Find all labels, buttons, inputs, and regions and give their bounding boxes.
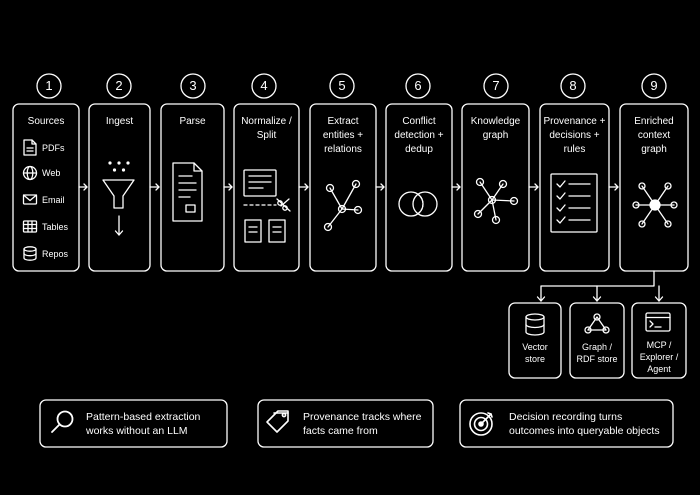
triangle-graph-icon xyxy=(584,313,610,334)
source-label-pdfs: PDFs xyxy=(42,143,65,153)
target-icon xyxy=(469,412,493,436)
output-box-graph-store xyxy=(569,302,625,379)
step-label-conflict: Conflict detection + dedup xyxy=(394,116,444,155)
entity-graph-icon xyxy=(323,179,363,232)
output-box-mcp xyxy=(631,302,687,379)
output-label-graph-store: Graph / RDF store xyxy=(576,342,618,364)
output-box-vector-store xyxy=(508,302,562,379)
step-label-enriched: Enriched context graph xyxy=(634,116,674,155)
table-icon xyxy=(22,220,38,233)
step-number-circles xyxy=(36,73,667,99)
step-number-6: 6 xyxy=(414,78,422,93)
email-icon xyxy=(22,194,38,205)
note-box-1 xyxy=(39,399,228,448)
note-text-extraction: Pattern-based extraction works without a… xyxy=(86,411,201,437)
context-hub-icon xyxy=(632,182,678,228)
step-label-normalize: Normalize / Split xyxy=(241,116,292,141)
step-label-ingest: Ingest xyxy=(105,116,134,127)
repo-database-icon xyxy=(23,246,37,261)
knowledge-graph-icon xyxy=(473,177,519,225)
step-number-5: 5 xyxy=(338,78,346,93)
source-label-tables: Tables xyxy=(42,222,69,232)
output-branch-arrows xyxy=(536,270,664,302)
note-text-provenance: Provenance tracks where facts came from xyxy=(303,411,422,437)
step-number-9: 9 xyxy=(650,78,658,93)
note-box-3 xyxy=(459,399,674,448)
note-text-decision: Decision recording turns outcomes into q… xyxy=(509,411,660,437)
document-icon xyxy=(172,162,203,222)
step-number-1: 1 xyxy=(45,78,53,93)
tag-icon xyxy=(266,410,289,433)
source-label-email: Email xyxy=(42,195,65,205)
checklist-icon xyxy=(550,173,598,233)
step-number-4: 4 xyxy=(260,78,268,93)
step-label-provenance: Provenance + decisions + rules xyxy=(543,116,606,155)
step-box-3 xyxy=(160,103,225,272)
step-label-sources: Sources xyxy=(27,116,65,127)
step-box-1 xyxy=(12,103,80,272)
note-box-2 xyxy=(257,399,434,448)
magnifier-icon xyxy=(51,410,74,433)
step-arrows xyxy=(78,183,619,191)
funnel-icon xyxy=(102,161,135,236)
output-label-mcp: MCP / Explorer / Agent xyxy=(639,340,679,374)
dedup-overlap-icon xyxy=(398,191,438,217)
source-label-web: Web xyxy=(42,168,61,178)
step-label-parse: Parse xyxy=(179,116,206,127)
split-document-icon xyxy=(243,169,291,243)
step-number-3: 3 xyxy=(189,78,197,93)
step-label-extract: Extract entities + relations xyxy=(322,116,364,155)
step-number-7: 7 xyxy=(492,78,500,93)
pdf-icon xyxy=(23,139,37,156)
source-label-repos: Repos xyxy=(42,249,69,259)
output-label-vector-store: Vector store xyxy=(522,342,548,364)
step-label-knowledge-graph: Knowledge graph xyxy=(470,116,521,141)
step-box-2 xyxy=(88,103,151,272)
database-icon xyxy=(525,313,545,336)
terminal-icon xyxy=(645,312,671,332)
step-number-2: 2 xyxy=(115,78,123,93)
step-number-8: 8 xyxy=(569,78,577,93)
globe-icon xyxy=(22,165,38,181)
